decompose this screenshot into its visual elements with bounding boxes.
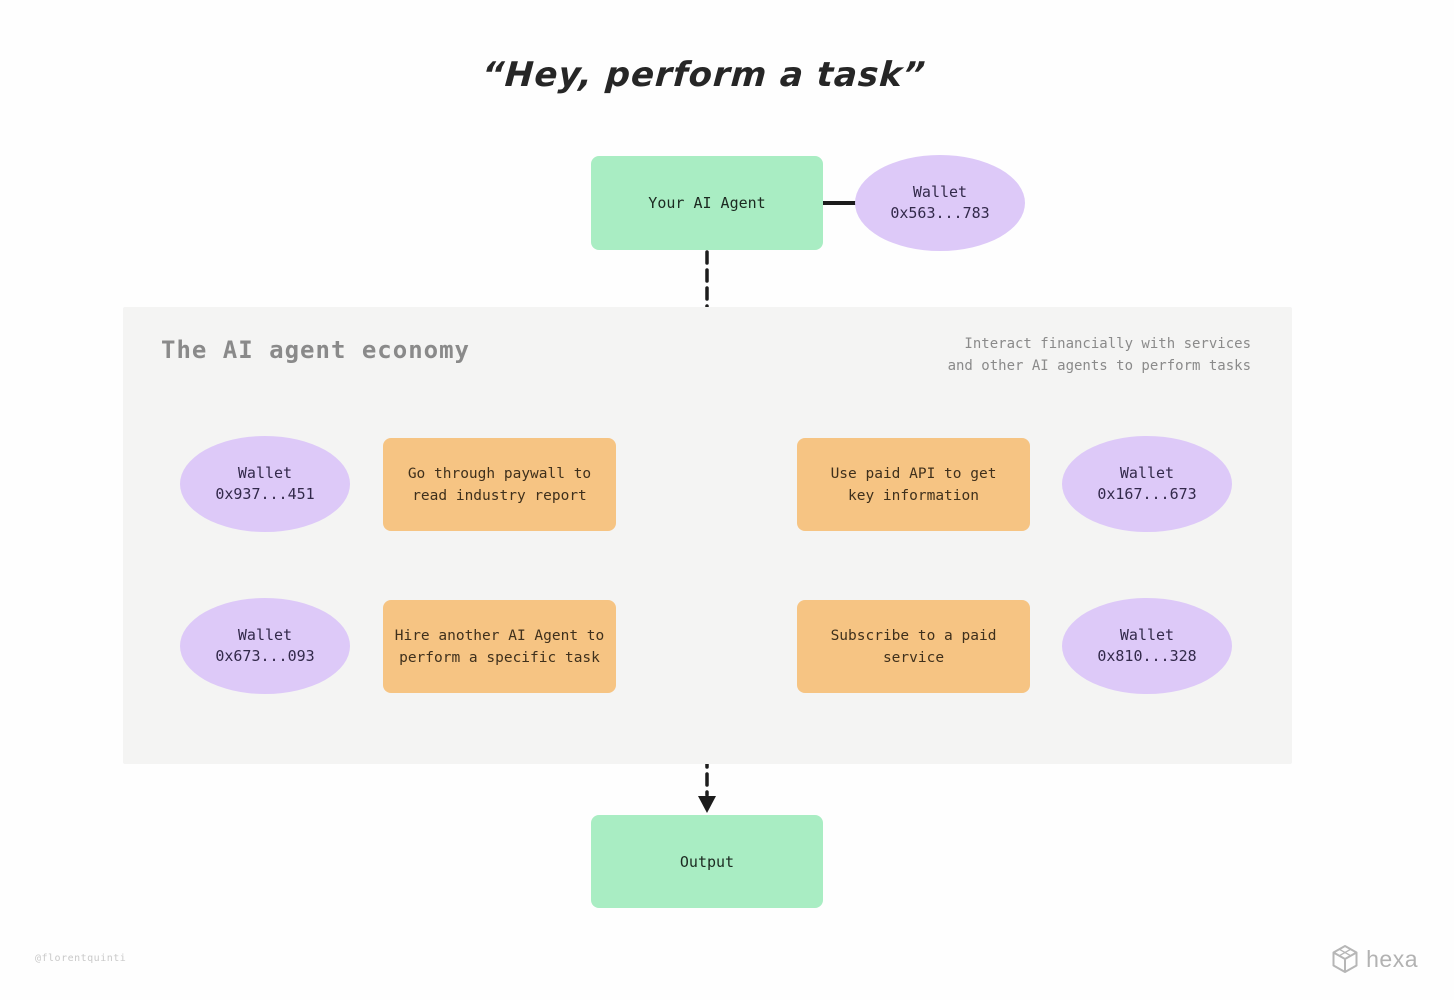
wallet-label-4: Wallet 0x810...328 [1097, 626, 1197, 665]
wallet-label-3: Wallet 0x673...093 [215, 626, 315, 665]
brand-name: hexa [1366, 945, 1418, 972]
hexa-cube-icon [1332, 945, 1358, 973]
credit-handle: @florentquinti [35, 953, 127, 964]
agent-label: Your AI Agent [648, 194, 766, 212]
agent-wallet-label: Wallet 0x563...783 [890, 183, 990, 222]
task-node-2: Use paid API to get key information [797, 438, 1030, 531]
wallet-label-1: Wallet 0x937...451 [215, 464, 315, 503]
wallet-ellipse-1: Wallet 0x937...451 [180, 436, 350, 532]
panel-description: Interact financially with services and o… [947, 336, 1251, 374]
task-node-1: Go through paywall to read industry repo… [383, 438, 616, 531]
task-label-1: Go through paywall to read industry repo… [407, 465, 592, 504]
task-label-4: Subscribe to a paid service [830, 627, 997, 666]
output-node: Output [591, 815, 823, 908]
panel-title: The AI agent economy [161, 336, 470, 364]
page-title: “Hey, perform a task” [480, 55, 928, 95]
agent-wallet-ellipse: Wallet 0x563...783 [855, 155, 1025, 251]
task-label-2: Use paid API to get key information [830, 465, 997, 504]
output-label: Output [679, 852, 735, 871]
wallet-label-2: Wallet 0x167...673 [1097, 464, 1197, 503]
wallet-ellipse-3: Wallet 0x673...093 [180, 598, 350, 694]
task-label-3: Hire another AI Agent to perform a speci… [394, 627, 605, 666]
agent-node: Your AI Agent [591, 156, 823, 250]
wallet-ellipse-4: Wallet 0x810...328 [1062, 598, 1232, 694]
brand-logo: hexa [1331, 944, 1418, 974]
task-node-3: Hire another AI Agent to perform a speci… [383, 600, 616, 693]
wallet-ellipse-2: Wallet 0x167...673 [1062, 436, 1232, 532]
economy-panel [123, 307, 1292, 764]
arrowhead-down-output [698, 796, 716, 813]
task-node-4: Subscribe to a paid service [797, 600, 1030, 693]
